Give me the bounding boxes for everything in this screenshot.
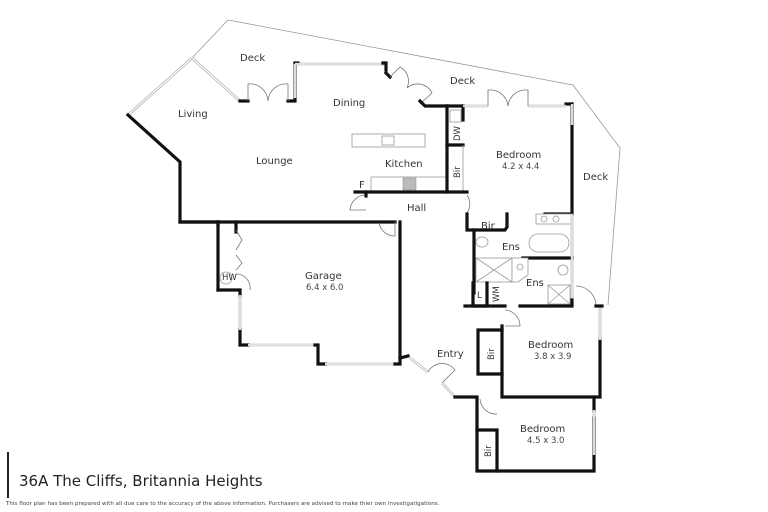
- dw-label: DW: [453, 125, 463, 141]
- bedroom1-french-doors: [487, 89, 529, 107]
- bedroom2-size: 3.8 x 3.9: [534, 352, 571, 362]
- kitchen-north-wall: [417, 98, 449, 108]
- fridge-label: F: [359, 180, 365, 191]
- entry-label: Entry: [437, 349, 464, 360]
- bir2-label: Bir: [481, 221, 496, 232]
- wm-label: WM: [492, 286, 502, 302]
- deck-label-right: Deck: [583, 172, 608, 183]
- living-label: Living: [178, 109, 208, 120]
- hall-label: Hall: [407, 203, 426, 214]
- laundry-door: [504, 309, 521, 327]
- living-west-wall: [125, 112, 220, 227]
- hw-cupboard-door: [235, 229, 251, 291]
- kitchen-label: Kitchen: [385, 159, 423, 170]
- bedroom1-door: [466, 194, 471, 214]
- bir4-label: Bir: [484, 445, 494, 457]
- garage-size: 6.4 x 6.0: [306, 283, 343, 293]
- bedroom1-walls: [543, 102, 574, 216]
- bir3-label: Bir: [487, 348, 497, 360]
- bedroom3-door: [479, 398, 498, 415]
- garage-west-wall: [238, 288, 250, 347]
- entry-door: [427, 363, 456, 384]
- dining-wall-c: [381, 61, 393, 80]
- garage-label: Garage: [305, 271, 342, 282]
- ensuite2-door: [575, 285, 597, 307]
- living-windows: [127, 57, 241, 116]
- bir1-label: Bir: [453, 166, 463, 178]
- title-accent-bar: [7, 452, 9, 498]
- dining-door-right: [389, 66, 433, 105]
- dining-label: Dining: [333, 98, 365, 109]
- disclaimer-text: This floor plan has been prepared with a…: [6, 501, 440, 507]
- garage-door: [378, 222, 396, 237]
- dw-bir-wall: [445, 104, 465, 194]
- garage-east-wall: [393, 220, 402, 366]
- lounge-label: Lounge: [256, 156, 293, 167]
- bedroom2-walls: [500, 324, 602, 399]
- bedroom1-label: Bedroom: [496, 150, 541, 161]
- bedroom3-label: Bedroom: [520, 424, 565, 435]
- bathtub: [528, 233, 570, 253]
- ensuite1-label: Ens: [502, 242, 520, 253]
- bedroom3-size: 4.5 x 3.0: [527, 436, 564, 446]
- hw-label: HW: [222, 273, 237, 283]
- deck-label-top-right: Deck: [450, 76, 475, 87]
- dining-door-left: [247, 83, 289, 102]
- hall-door: [349, 194, 367, 211]
- dining-wall-b: [286, 61, 300, 103]
- bedroom2-label: Bedroom: [528, 340, 573, 351]
- deck-label-top-left: Deck: [240, 53, 265, 64]
- laundry-label: L: [477, 291, 482, 301]
- bedroom1-size: 4.2 x 4.4: [502, 162, 539, 172]
- property-title: 36A The Cliffs, Britannia Heights: [19, 472, 263, 490]
- ensuite2-label: Ens: [526, 278, 544, 289]
